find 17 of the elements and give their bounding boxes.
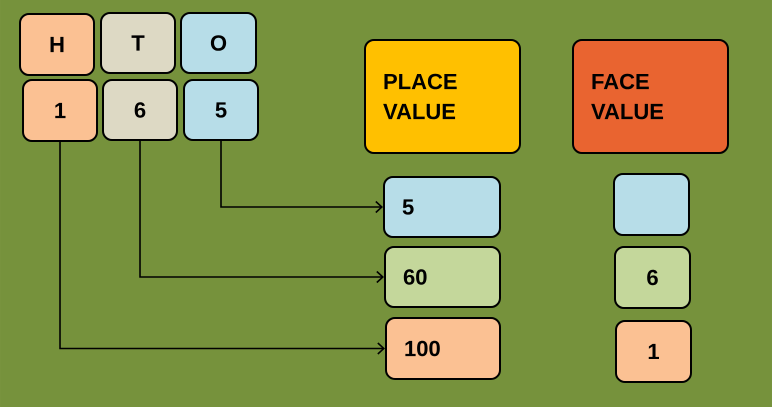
arrow xyxy=(59,142,385,355)
value-box: 6 xyxy=(614,246,691,309)
heading-box: FACE VALUE xyxy=(572,39,729,154)
value-box: 100 xyxy=(385,317,501,380)
digit-cell: 6 xyxy=(102,79,178,141)
value-box: 1 xyxy=(615,320,692,383)
empty-box xyxy=(613,173,690,236)
arrow xyxy=(139,141,384,284)
value-box: 5 xyxy=(383,176,501,238)
heading-box: PLACE VALUE xyxy=(364,39,521,154)
value-box: 60 xyxy=(384,246,501,308)
header-cell: O xyxy=(180,12,257,74)
digit-cell: 1 xyxy=(22,79,98,142)
arrow xyxy=(220,141,383,214)
digit-cell: 5 xyxy=(183,79,259,141)
header-cell: H xyxy=(19,13,95,76)
header-cell: T xyxy=(100,12,176,74)
